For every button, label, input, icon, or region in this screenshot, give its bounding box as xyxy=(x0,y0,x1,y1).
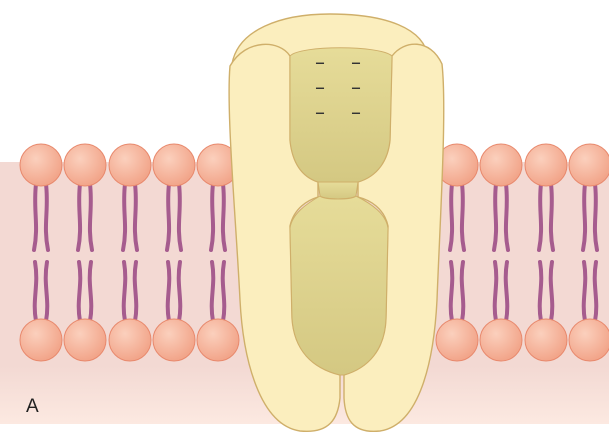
lipid-tail xyxy=(78,184,80,250)
lipid-tail xyxy=(34,184,36,250)
lipid-head xyxy=(436,319,478,361)
lipid-head xyxy=(109,319,151,361)
lipid-tail xyxy=(211,184,213,250)
lipid-tail xyxy=(450,184,452,250)
lipid-head xyxy=(525,144,567,186)
lipid-head xyxy=(569,319,609,361)
lipid-tail xyxy=(35,262,37,321)
lipid-tail xyxy=(123,184,125,250)
lipid-tail xyxy=(494,184,496,250)
panel-label: A xyxy=(26,396,39,418)
lipid-tail xyxy=(124,262,126,321)
negative-charge-sign: – xyxy=(351,50,361,74)
lipid-tail xyxy=(551,262,553,321)
lipid-tail xyxy=(179,184,181,250)
lipid-tail xyxy=(135,184,137,250)
lipid-tail xyxy=(551,184,553,250)
lipid-tail xyxy=(539,184,541,250)
lipid-tail xyxy=(506,262,508,321)
lipid-tail xyxy=(135,262,137,321)
negative-charge-sign: – xyxy=(351,100,361,124)
channel-lower-vestibule xyxy=(290,196,388,375)
lipid-tail xyxy=(451,262,453,321)
channel-selectivity-filter xyxy=(318,182,358,199)
lipid-tail xyxy=(584,262,586,321)
lipid-tail xyxy=(46,184,48,250)
ion-channel-protein xyxy=(229,14,444,431)
lipid-tail xyxy=(90,262,92,321)
lipid-tail xyxy=(223,262,225,321)
channel-upper-vestibule xyxy=(290,48,392,182)
lipid-tail xyxy=(495,262,497,321)
lipid-head xyxy=(525,319,567,361)
lipid-head xyxy=(480,319,522,361)
lipid-tail xyxy=(179,262,181,321)
lipid-head xyxy=(480,144,522,186)
lipid-head xyxy=(20,144,62,186)
lipid-tail xyxy=(223,184,225,250)
lipid-tail xyxy=(79,262,81,321)
lipid-head xyxy=(64,319,106,361)
lipid-head xyxy=(569,144,609,186)
lipid-head xyxy=(153,144,195,186)
lipid-head xyxy=(64,144,106,186)
negative-charge-sign: – xyxy=(315,75,325,99)
lipid-tail xyxy=(462,184,464,250)
negative-charge-sign: – xyxy=(315,50,325,74)
lipid-head xyxy=(153,319,195,361)
lipid-tail xyxy=(46,262,48,321)
lipid-tail xyxy=(595,262,597,321)
negative-charge-sign: – xyxy=(315,100,325,124)
lipid-tail xyxy=(506,184,508,250)
negative-charge-sign: – xyxy=(351,75,361,99)
lipid-tail xyxy=(583,184,585,250)
lipid-head xyxy=(20,319,62,361)
lipid-head xyxy=(197,319,239,361)
lipid-tail xyxy=(462,262,464,321)
lipid-tail xyxy=(167,184,169,250)
lipid-tail xyxy=(90,184,92,250)
lipid-tail xyxy=(540,262,542,321)
lipid-head xyxy=(109,144,151,186)
lipid-tail xyxy=(595,184,597,250)
lipid-tail xyxy=(212,262,214,321)
lipid-tail xyxy=(168,262,170,321)
